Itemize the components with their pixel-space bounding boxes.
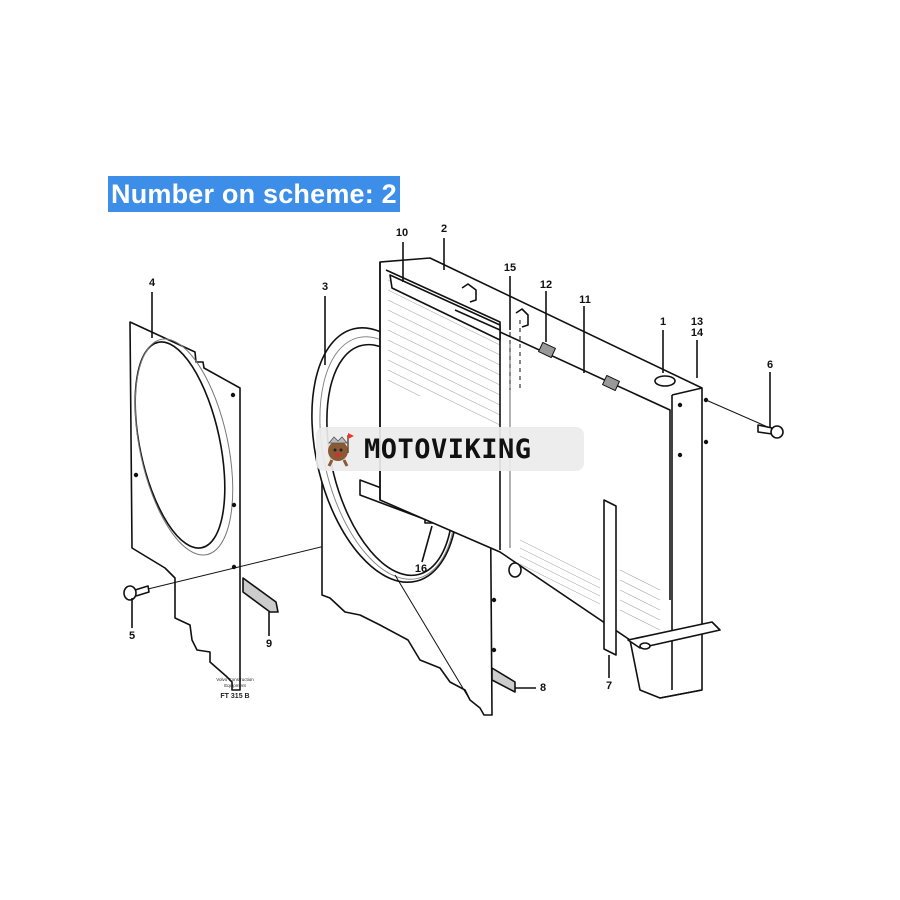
scheme-number-title: Number on scheme: 2 — [108, 176, 400, 212]
part-6-bolt — [705, 399, 784, 439]
callout-5: 5 — [128, 630, 136, 642]
part-7-strip — [603, 499, 617, 656]
callout-4: 4 — [148, 277, 156, 289]
part-5-bolt — [123, 585, 150, 601]
part-8-strip — [491, 667, 516, 693]
callout-10: 10 — [395, 227, 409, 239]
callout-8: 8 — [539, 682, 547, 694]
callout-3: 3 — [321, 281, 329, 293]
watermark-brand-text: MOTOVIKING — [364, 433, 532, 465]
callout-7: 7 — [605, 680, 613, 692]
callout-6: 6 — [766, 359, 774, 371]
callout-1: 1 — [659, 316, 667, 328]
part-9-strip — [242, 577, 279, 613]
caption-line2: Equipment — [224, 683, 246, 688]
callout-11: 11 — [579, 294, 591, 306]
callout-15: 15 — [503, 262, 517, 274]
viking-mascot-icon — [327, 433, 354, 467]
part-2-radiator — [379, 257, 721, 699]
callout-14: 14 — [690, 327, 704, 339]
motoviking-watermark: MOTOVIKING — [316, 427, 584, 471]
part-4-shroud-plate — [129, 321, 241, 691]
leader-lines — [131, 238, 771, 689]
callout-16: 16 — [414, 563, 428, 575]
caption-line1: Volvo Construction — [216, 677, 254, 682]
callout-13: 13 — [690, 316, 704, 328]
callout-12: 12 — [539, 279, 553, 291]
diagram-caption: Volvo Construction Equipment FT 315 B — [205, 677, 265, 700]
callout-9: 9 — [265, 638, 273, 650]
caption-code: FT 315 B — [220, 693, 250, 700]
callout-2: 2 — [440, 223, 448, 235]
